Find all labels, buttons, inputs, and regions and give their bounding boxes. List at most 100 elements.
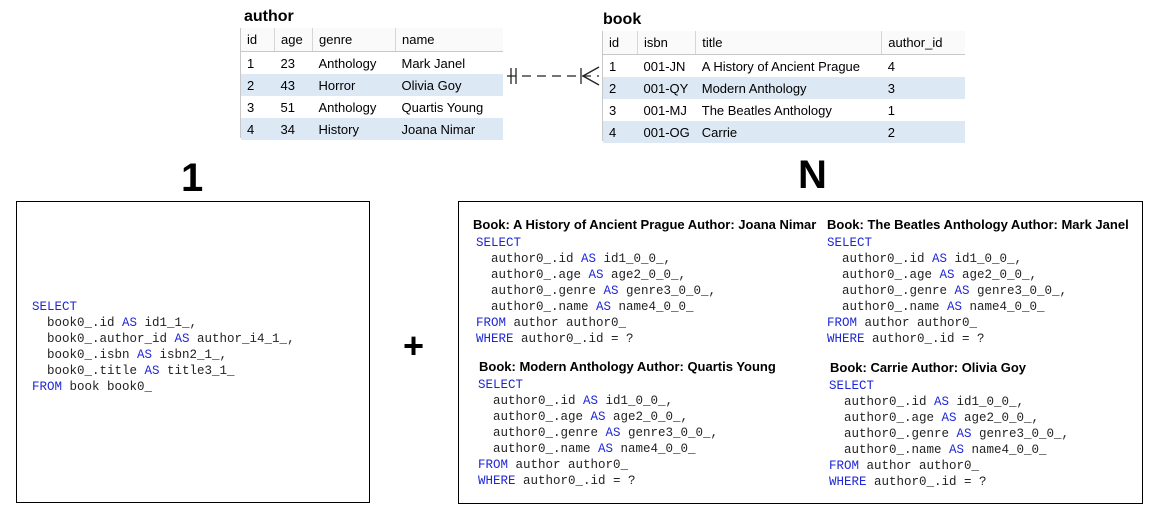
sql-text: author0_.id = ? — [515, 474, 636, 488]
code-line: FROM author author0_ — [827, 316, 977, 330]
book-col-title: title — [695, 31, 883, 55]
query-heading: Book: A History of Ancient Prague Author… — [473, 217, 817, 232]
table-cell: 1 — [887, 102, 895, 118]
author-table-border — [240, 28, 241, 138]
code-line: FROM author author0_ — [829, 459, 979, 473]
sql-keyword: SELECT — [476, 236, 522, 250]
table-cell: Anthology — [318, 99, 377, 115]
sql-keyword: SELECT — [827, 236, 873, 250]
sql-keyword: AS — [588, 268, 604, 282]
single-book-query-box: SELECT book0_.id AS id1_1_, book0_.autho… — [16, 201, 370, 503]
code-line: SELECT — [829, 379, 874, 393]
code-line: FROM book book0_ — [32, 380, 152, 394]
sql-text: book0_.id — [32, 316, 123, 330]
code-line: author0_.age AS age2_0_0_, — [829, 411, 1039, 425]
author-select-query: SELECT author0_.id AS id1_0_0_, author0_… — [827, 235, 1067, 347]
code-line: author0_.age AS age2_0_0_, — [478, 410, 688, 424]
code-line: SELECT — [476, 236, 521, 250]
sql-text: isbn2_1_, — [152, 348, 228, 362]
sql-text: author0_.name — [827, 300, 948, 314]
sql-keyword: AS — [174, 332, 190, 346]
table-cell: 001-QY — [637, 77, 696, 99]
sql-keyword: FROM — [478, 458, 509, 472]
author-col-id: id — [241, 28, 275, 52]
sql-keyword: AS — [954, 284, 970, 298]
sql-text: age2_0_0_, — [954, 268, 1038, 282]
book-table: id isbn title author_id 1 001-JN A Histo… — [603, 31, 965, 143]
code-line: book0_.title AS title3_1_ — [32, 364, 235, 378]
code-line: author0_.id AS id1_0_0_, — [829, 395, 1024, 409]
sql-text: author0_.name — [478, 442, 599, 456]
sql-keyword: WHERE — [829, 475, 867, 489]
author-select-query: SELECT author0_.id AS id1_0_0_, author0_… — [476, 235, 716, 347]
sql-text: author0_.id — [478, 394, 584, 408]
book-table-title: book — [603, 11, 642, 28]
book-col-isbn: isbn — [637, 31, 697, 55]
code-line: WHERE author0_.id = ? — [829, 475, 987, 489]
table-cell: 1 — [247, 55, 255, 71]
table-row: 2 43 Horror Olivia Goy — [241, 74, 503, 96]
table-row: 1 23 Anthology Mark Janel — [241, 52, 503, 75]
sql-text: name4_0_0_ — [611, 300, 694, 314]
code-line: WHERE author0_.id = ? — [827, 332, 985, 346]
table-cell: 001-JN — [643, 58, 686, 74]
table-cell: The Beatles Anthology — [701, 102, 832, 118]
query-heading: Book: Modern Anthology Author: Quartis Y… — [479, 359, 776, 374]
table-cell: Mark Janel — [401, 55, 466, 71]
crows-foot-upper — [582, 66, 600, 77]
table-cell: Modern Anthology — [695, 77, 882, 99]
author-header-row: id age genre name — [241, 28, 503, 52]
table-row: 2 001-QY Modern Anthology 3 — [603, 77, 965, 99]
sql-text: name4_0_0_ — [962, 300, 1045, 314]
sql-text: author author0_ — [506, 316, 627, 330]
table-cell: Horror — [312, 74, 396, 96]
sql-text: author author0_ — [508, 458, 629, 472]
table-row: 4 001-OG Carrie 2 — [603, 121, 965, 143]
sql-text: age2_0_0_, — [605, 410, 689, 424]
sql-text: author author0_ — [857, 316, 978, 330]
sql-text: title3_1_ — [159, 364, 235, 378]
code-line: author0_.name AS name4_0_0_ — [827, 300, 1045, 314]
query-heading: Book: The Beatles Anthology Author: Mark… — [827, 217, 1129, 232]
sql-keyword: AS — [603, 284, 619, 298]
code-line: SELECT — [32, 300, 77, 314]
code-line: author0_.name AS name4_0_0_ — [478, 442, 696, 456]
sql-text: genre3_0_0_, — [618, 284, 717, 298]
table-cell: 001-MJ — [643, 102, 687, 118]
many-label: N — [798, 153, 827, 197]
query-heading: Book: Carrie Author: Olivia Goy — [830, 360, 1026, 375]
table-row: 3 001-MJ The Beatles Anthology 1 — [603, 99, 965, 121]
sql-keyword: AS — [122, 316, 138, 330]
code-line: author0_.name AS name4_0_0_ — [829, 443, 1047, 457]
code-line: FROM author author0_ — [476, 316, 626, 330]
table-cell: 3 — [609, 102, 617, 118]
sql-text: id1_0_0_, — [947, 252, 1023, 266]
book-col-id: id — [603, 31, 638, 55]
one-to-many-connector — [507, 66, 600, 86]
table-cell: 43 — [274, 74, 313, 96]
code-line: author0_.genre AS genre3_0_0_, — [827, 284, 1067, 298]
table-cell: 3 — [247, 99, 255, 115]
sql-text: age2_0_0_, — [956, 411, 1040, 425]
sql-keyword: WHERE — [476, 332, 514, 346]
sql-keyword: FROM — [827, 316, 858, 330]
code-line: WHERE author0_.id = ? — [478, 474, 636, 488]
table-row: 1 001-JN A History of Ancient Prague 4 — [603, 55, 965, 78]
sql-text: author0_.genre — [476, 284, 604, 298]
sql-text: author0_.genre — [827, 284, 955, 298]
table-cell: Joana Nimar — [395, 118, 503, 140]
table-cell: 23 — [280, 55, 295, 71]
code-line: author0_.age AS age2_0_0_, — [476, 268, 686, 282]
sql-text: author author0_ — [859, 459, 980, 473]
sql-keyword: AS — [137, 348, 153, 362]
code-line: author0_.id AS id1_0_0_, — [478, 394, 673, 408]
book-col-author-id: author_id — [881, 31, 965, 55]
sql-text: author0_.age — [827, 268, 940, 282]
code-line: author0_.genre AS genre3_0_0_, — [829, 427, 1069, 441]
sql-text: author0_.name — [476, 300, 597, 314]
sql-text: author0_.name — [829, 443, 950, 457]
table-cell: 4 — [241, 118, 275, 140]
author-select-query: SELECT author0_.id AS id1_0_0_, author0_… — [829, 378, 1069, 490]
code-line: author0_.genre AS genre3_0_0_, — [478, 426, 718, 440]
code-line: author0_.age AS age2_0_0_, — [827, 268, 1037, 282]
